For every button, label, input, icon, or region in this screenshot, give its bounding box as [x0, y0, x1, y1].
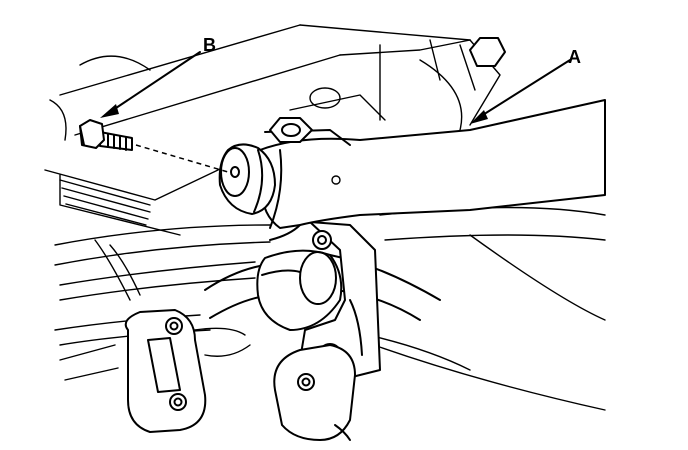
- callout-b-leader: [100, 51, 201, 118]
- stabilizer-bushing: [256, 249, 343, 331]
- callout-b-label: B: [203, 35, 216, 55]
- trailing-arm: [259, 99, 606, 241]
- vehicle-frame: [44, 24, 501, 236]
- upper-bracket-bolt: [469, 37, 506, 67]
- stabilizer-link: [273, 344, 356, 441]
- callout-a-label: A: [568, 47, 581, 67]
- alignment-line: [135, 144, 229, 173]
- flange-bolt: [79, 119, 133, 151]
- mounting-nut: [269, 117, 313, 143]
- arm-bushing: [218, 143, 276, 215]
- callout-a-leader: [470, 59, 571, 124]
- exhaust-hanger: [124, 309, 251, 433]
- floor-panel: [344, 206, 606, 411]
